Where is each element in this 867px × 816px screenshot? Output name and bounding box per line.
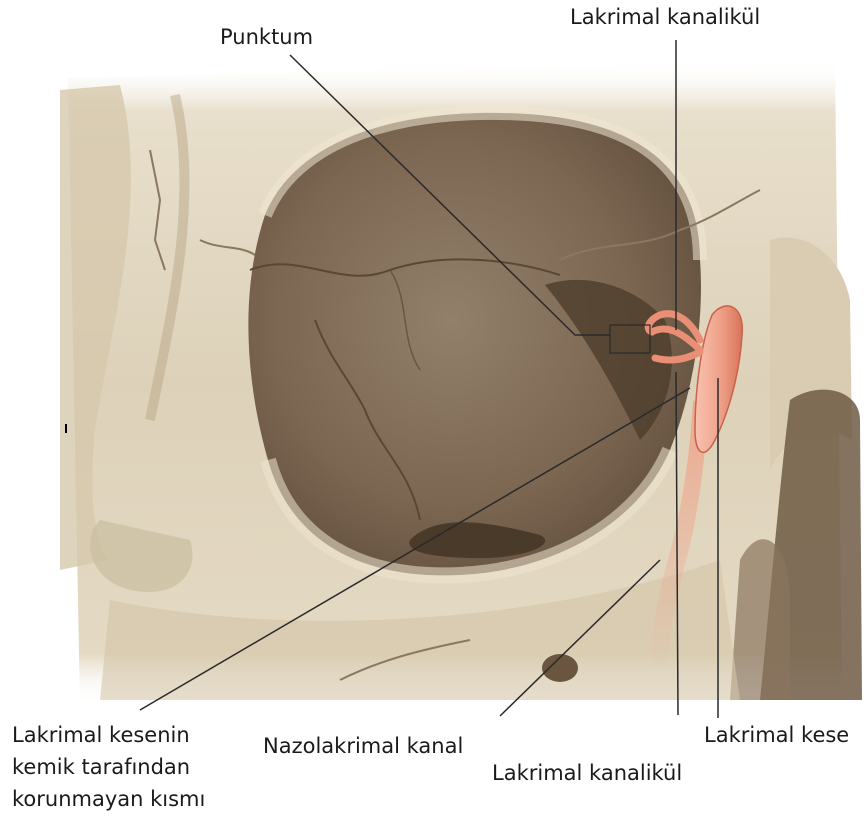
label-unprotected-line1: Lakrimal kesenin — [12, 722, 190, 749]
label-unprotected-line2: kemik tarafından — [12, 754, 190, 781]
label-lacrimal-sac: Lakrimal kese — [704, 722, 849, 749]
orbit-cavity — [248, 113, 701, 575]
label-punctum: Punktum — [220, 24, 313, 51]
label-unprotected-line3: korunmayan kısmı — [12, 786, 205, 813]
label-canaliculus-top: Lakrimal kanalikül — [570, 4, 760, 31]
label-canaliculus-bottom: Lakrimal kanalikül — [492, 760, 682, 787]
label-nasolacrimal-canal: Nazolakrimal kanal — [263, 733, 463, 760]
